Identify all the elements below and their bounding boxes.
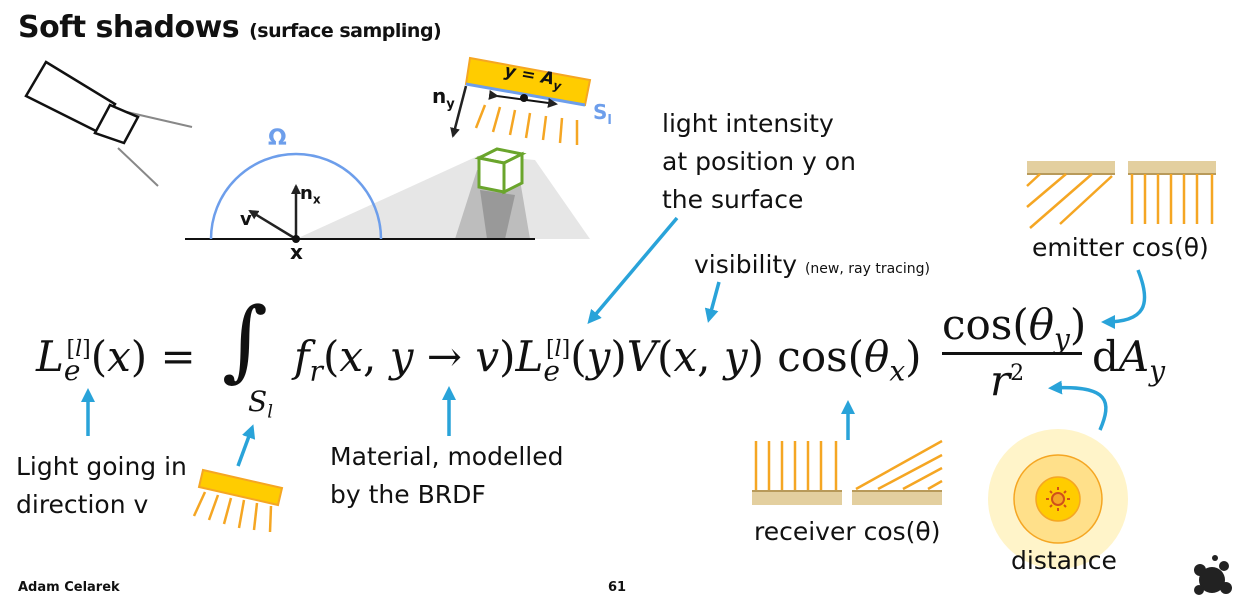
occluder-cube-icon	[474, 147, 527, 195]
splat-logo-icon	[1194, 555, 1232, 595]
light-surface-label: Sl	[593, 100, 612, 128]
fraction-bar	[942, 352, 1082, 355]
emitter-grazing-icon	[1026, 161, 1115, 229]
footer-author: Adam Celarek	[18, 580, 120, 595]
pointer-arrows	[81, 216, 1147, 467]
visibility-note: (new, ray tracing)	[804, 261, 930, 277]
area-light-icon	[450, 56, 592, 145]
equation-fraction-denominator: r2	[990, 356, 1025, 405]
normal-y-label: ny	[432, 84, 455, 112]
light-intensity-label: light intensity at position y on the sur…	[662, 109, 856, 214]
visibility-label: visibility (new, ray tracing)	[694, 250, 930, 279]
equation-integrand: fr(x, y → v)Le[l](y)V(x, y) cos(θx)	[294, 332, 922, 388]
subtitle-text: (surface sampling)	[249, 20, 442, 42]
sun-icon	[1046, 487, 1070, 511]
small-area-light-icon	[192, 468, 284, 533]
title-text: Soft shadows	[18, 10, 240, 45]
material-brdf-label: Material, modelled by the BRDF	[330, 442, 564, 509]
camera-icon	[24, 60, 193, 187]
integral-domain: Sl	[248, 385, 273, 423]
point-x-label: x	[290, 240, 303, 264]
hemisphere-omega	[185, 152, 535, 243]
equation-differential: dAy	[1092, 332, 1166, 388]
light-direction-label: Light going in direction v	[16, 452, 187, 519]
omega-label: Ω	[268, 126, 287, 151]
normal-x-label: nx	[300, 183, 321, 207]
emitter-cos-label: emitter cos(θ)	[1032, 233, 1209, 262]
equation-fraction-numerator: cos(θy)	[942, 300, 1087, 356]
equation-lhs: Le[l](x) =	[36, 332, 196, 388]
receiver-normal-icon	[752, 441, 842, 505]
receiver-grazing-icon	[852, 439, 943, 505]
distance-label: distance	[1011, 546, 1117, 575]
emitter-normal-icon	[1128, 161, 1216, 224]
slide-title: Soft shadows (surface sampling)	[18, 10, 442, 45]
integral-sign: ∫	[222, 288, 268, 391]
receiver-cos-label: receiver cos(θ)	[754, 517, 941, 546]
view-v-label: v	[240, 209, 252, 230]
page-number: 61	[608, 580, 627, 595]
